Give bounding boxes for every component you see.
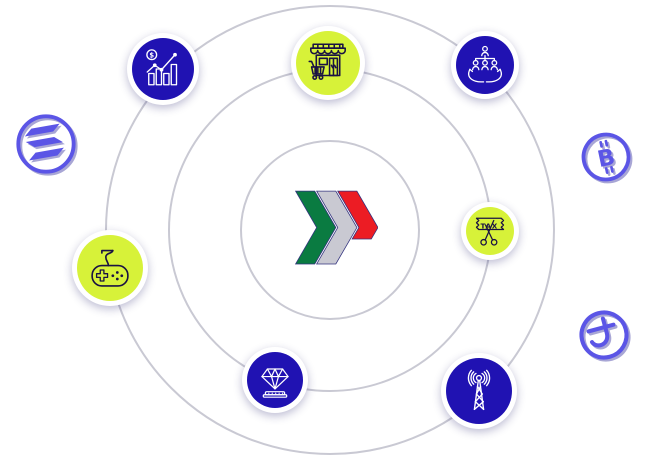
bar-chart-growth-icon: $ [146, 49, 178, 86]
badge-bitcoin: B [576, 127, 636, 191]
badge-tax-cut: TAX [461, 202, 519, 260]
badge-jewelry [242, 347, 308, 413]
hands-holding-team-icon [467, 45, 503, 83]
tezos-currency-coin-icon [579, 310, 629, 360]
bitcoin-coin-icon: B [581, 132, 631, 182]
storefront-cart-icon [308, 43, 346, 80]
triple-chevron-logo-icon [294, 190, 379, 265]
badge-financial-growth: $ [127, 33, 199, 105]
badge-gaming [72, 230, 148, 306]
center-brand-logo [286, 190, 379, 271]
badge-team-management [451, 31, 519, 99]
badge-telecom [441, 353, 517, 429]
diamond-pedestal-icon [261, 368, 289, 398]
badge-solana [15, 113, 77, 179]
radio-tower-icon [467, 369, 491, 411]
gamepad-icon [91, 249, 129, 287]
bitcoin-symbol: B [595, 144, 617, 173]
dollar-symbol: $ [149, 51, 154, 59]
solana-coin-icon [16, 114, 76, 174]
badge-currency [574, 305, 634, 369]
tax-label: TAX [480, 221, 498, 230]
tax-ticket-scissors-icon: TAX [475, 217, 505, 246]
orbit-ring-inner [240, 140, 420, 320]
badge-marketplace [291, 26, 365, 100]
